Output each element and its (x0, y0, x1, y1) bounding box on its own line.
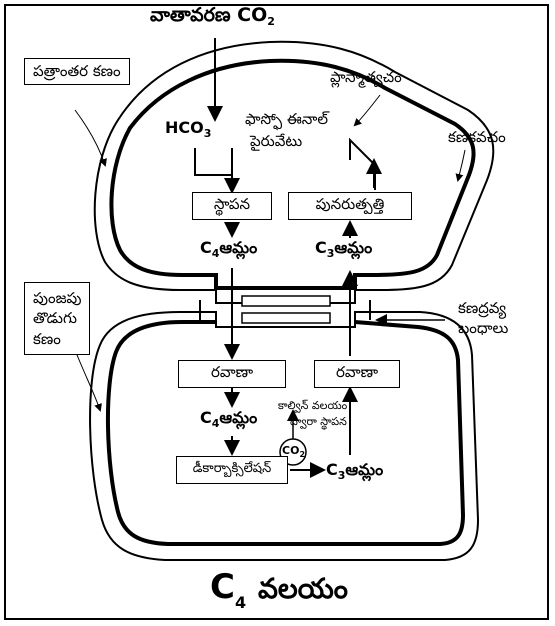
plasma-membrane-label: ప్లాస్మాత్వచం (330, 70, 402, 85)
hco3-label: HCO3 (165, 120, 211, 139)
mesophyll-plasma-membrane (111, 61, 473, 288)
mesophyll-cell-label: పత్రాంతర కణం (24, 58, 130, 85)
c4-acid-bottom: C4ఆమ్లం (200, 410, 257, 429)
bundle-sheath-cell-label: పుంజపు తొడుగు కణం (24, 282, 90, 355)
bundle-sheath-outer-wall (90, 312, 478, 560)
calvin-cycle-label-line2: ద్వారా స్థాపన (290, 416, 347, 427)
cell-wall-label: కణకవచం (448, 130, 506, 145)
c3-acid-bottom: C3ఆమ్లం (326, 462, 383, 481)
plasmodesmata-label: కణద్రవ్య బంధాలు (458, 298, 508, 339)
fixation-box: స్థాపన (192, 192, 272, 220)
atmospheric-co2-label: వాతావరణ CO2 (150, 6, 275, 27)
transport-right-box: రవాణా (314, 360, 400, 388)
diagram-title: C4 వలయం (210, 570, 348, 611)
bundle-sheath-plasma-membrane (108, 322, 463, 544)
transport-left-box: రవాణా (178, 360, 286, 388)
plasmodesmata-channel (242, 296, 330, 306)
calvin-cycle-label-line1: కాల్విన్ వలయం (278, 400, 347, 411)
decarboxylation-box: డీకార్బాక్సిలేషన్ (176, 456, 288, 484)
regeneration-box: పునరుత్పత్తి (288, 192, 412, 220)
mesophyll-outer-wall (95, 42, 494, 303)
pep-label-line2: పైరువేటు (250, 134, 302, 149)
c4-acid-top: C4ఆమ్లం (200, 240, 257, 259)
plasmodesmata-channel (242, 313, 330, 323)
c3-acid-top: C3ఆమ్లం (315, 240, 372, 259)
pep-label-line1: ఫాస్ఫో ఈనాల్ (245, 112, 328, 127)
